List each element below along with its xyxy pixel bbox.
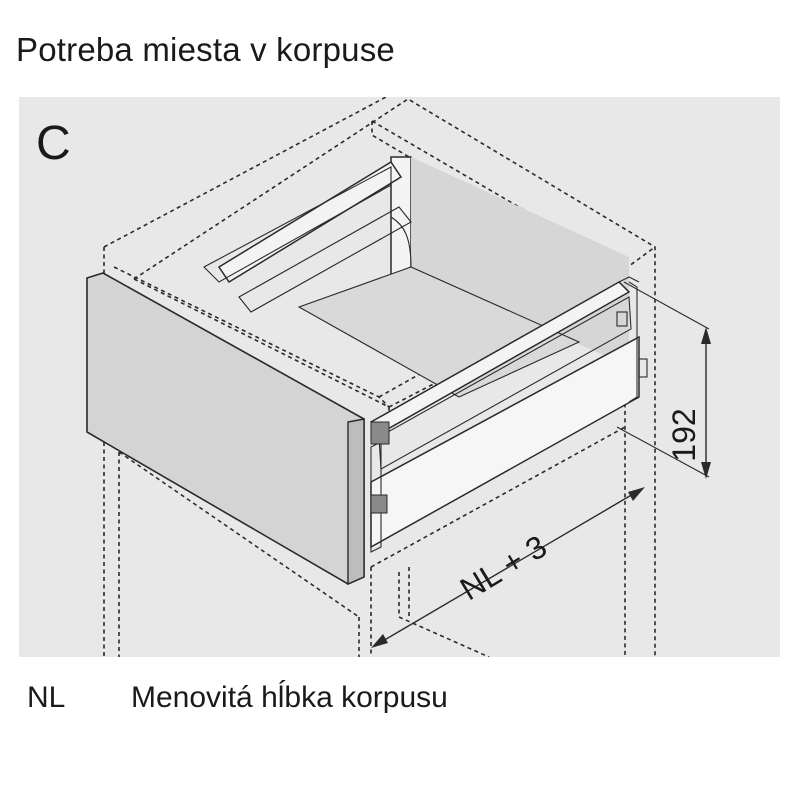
length-dimension xyxy=(371,487,645,648)
diagram-panel: C 192 NL + 3 xyxy=(19,97,780,657)
variant-letter: C xyxy=(36,117,71,170)
drawer-body xyxy=(203,156,648,553)
height-dimension xyxy=(616,281,711,479)
page-title: Potreba miesta v korpuse xyxy=(16,31,395,68)
drawer-diagram: C 192 NL + 3 xyxy=(36,97,711,657)
front-panel xyxy=(86,272,365,586)
length-value: NL + 3 xyxy=(454,528,553,607)
legend-description: Menovitá hĺbka korpusu xyxy=(131,681,448,714)
legend-abbreviation: NL xyxy=(27,681,66,714)
height-value: 192 xyxy=(666,408,702,461)
